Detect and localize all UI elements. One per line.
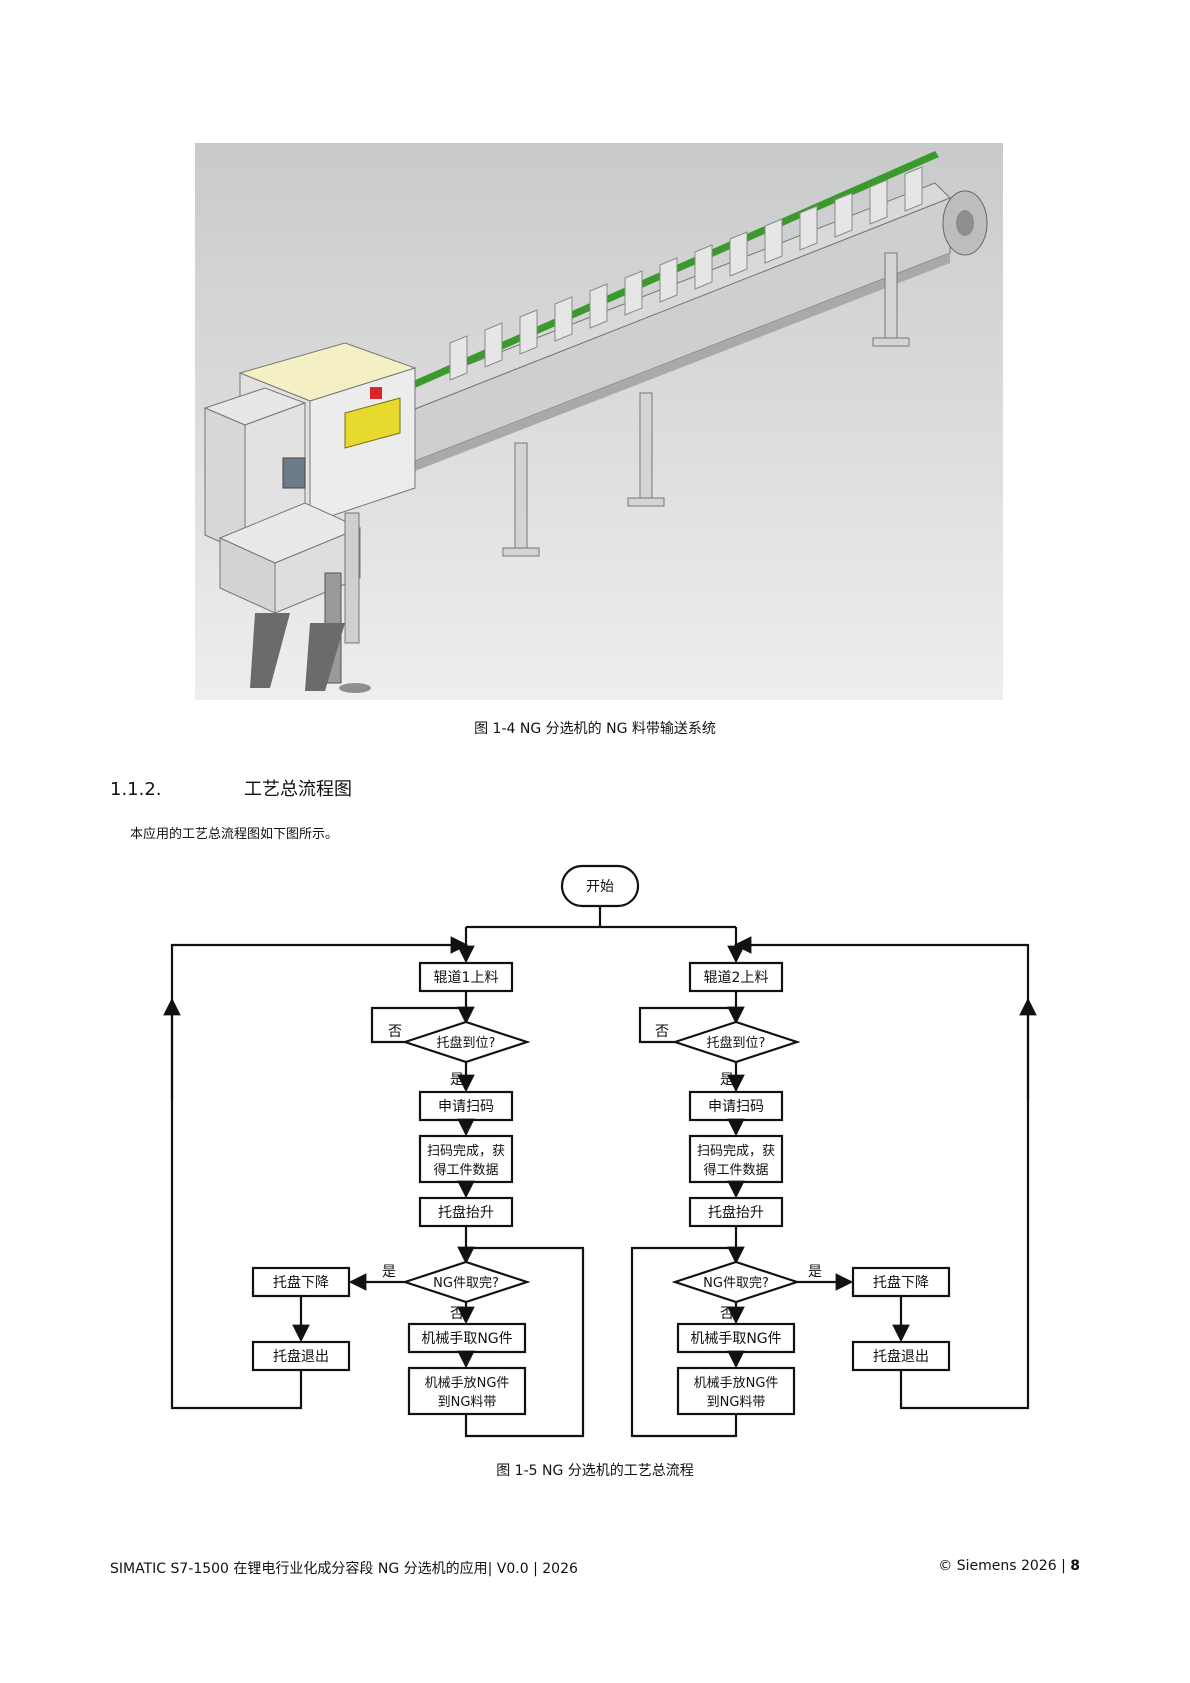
right-exit-box [851,1340,951,1372]
left-place-box [407,1366,527,1416]
start-terminal [560,864,640,908]
left-scan-done-label-1: 扫码完成，获 [427,1144,505,1159]
left-lift-label: 托盘抬升 [438,1204,494,1221]
right-ng-yes-label: 是 [808,1264,822,1280]
section-number: 1.1.2. [110,779,162,800]
left-load-label: 辊道1上料 [434,970,499,986]
left-exit-box [251,1340,351,1372]
right-lift-box [688,1196,784,1228]
right-check-diamond [671,1020,801,1064]
right-ng-no-label: 否 [720,1306,734,1322]
left-ng-check-diamond [401,1260,531,1304]
left-pick-label: 机械手取NG件 [421,1331,512,1347]
left-yes-label: 是 [450,1072,464,1088]
right-ng-check-diamond [671,1260,801,1304]
right-no-label: 否 [655,1024,669,1040]
right-ng-check-label: NG件取完? [703,1276,769,1291]
figure-2-caption: 图 1-5 NG 分选机的工艺总流程 [496,1463,694,1479]
footer-copyright-text: © Siemens 2026 | [938,1558,1071,1574]
left-scan-done-box [418,1134,514,1184]
right-lower-box [851,1266,951,1298]
left-pick-box [407,1322,527,1354]
left-exit-label: 托盘退出 [273,1348,329,1365]
section-heading: 1.1.2. 工艺总流程图 [110,775,352,801]
left-check-diamond [401,1020,531,1064]
right-scan-done-box [688,1134,784,1184]
figure-1-caption: 图 1-4 NG 分选机的 NG 料带输送系统 [474,721,716,737]
left-no-label: 否 [388,1024,402,1040]
right-lower-label: 托盘下降 [873,1274,929,1291]
section-title: 工艺总流程图 [244,779,352,800]
right-scan-done-label-2: 得工件数据 [703,1162,768,1178]
right-yes-label: 是 [720,1072,734,1088]
right-place-label-2: 到NG料带 [707,1395,766,1410]
left-load-box [418,961,514,993]
right-pick-box [676,1322,796,1354]
right-pick-label: 机械手取NG件 [690,1331,781,1347]
left-place-label-2: 到NG料带 [438,1395,497,1410]
left-check-label: 托盘到位? [437,1035,496,1051]
right-load-box [688,961,784,993]
page-number: 8 [1070,1558,1080,1574]
right-load-label: 辊道2上料 [704,970,769,986]
footer-document-title: SIMATIC S7-1500 在锂电行业化成分容段 NG 分选机的应用| V0… [110,1561,578,1577]
left-lift-box [418,1196,514,1228]
left-ng-no-label: 否 [450,1306,464,1322]
right-scan-box [688,1090,784,1122]
left-ng-yes-label: 是 [382,1264,396,1280]
conveyor-system-illustration [195,143,1003,700]
left-scan-done-label-2: 得工件数据 [433,1162,498,1178]
left-scan-label: 申请扫码 [438,1099,494,1115]
left-ng-check-label: NG件取完? [433,1276,499,1291]
left-lower-box [251,1266,351,1298]
left-lower-label: 托盘下降 [273,1274,329,1291]
intro-paragraph: 本应用的工艺总流程图如下图所示。 [130,827,339,842]
right-place-label-1: 机械手放NG件 [694,1376,779,1391]
right-exit-label: 托盘退出 [873,1348,929,1365]
right-scan-label: 申请扫码 [708,1099,764,1115]
start-label: 开始 [586,879,614,895]
right-scan-done-label-1: 扫码完成，获 [697,1144,775,1159]
footer-copyright: © Siemens 2026 | 8 [938,1558,1080,1574]
left-scan-box [418,1090,514,1122]
right-lift-label: 托盘抬升 [708,1204,764,1221]
right-place-box [676,1366,796,1416]
right-check-label: 托盘到位? [707,1035,766,1051]
left-place-label-1: 机械手放NG件 [425,1376,510,1391]
